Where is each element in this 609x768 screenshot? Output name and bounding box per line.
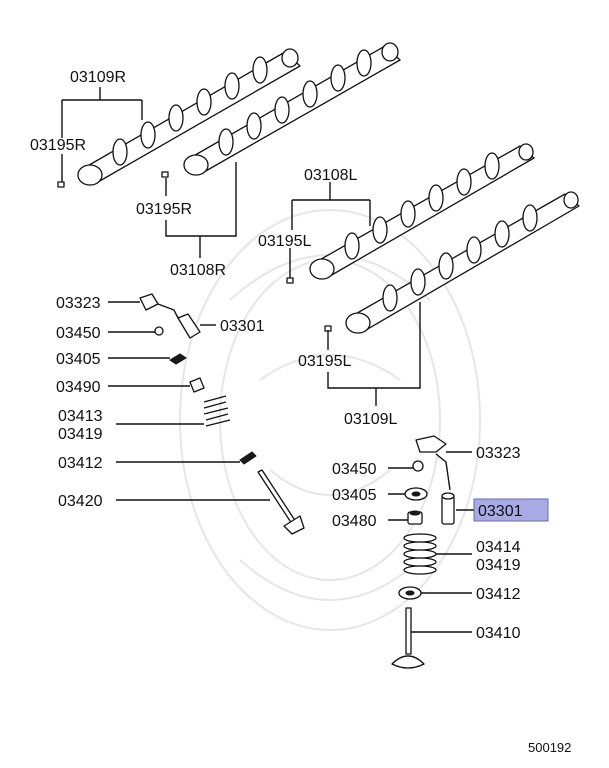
footer-code: 500192 xyxy=(528,740,571,755)
leader-lines xyxy=(61,87,474,633)
label-cam-r-bot: 03108R xyxy=(170,262,226,279)
label-keeper-right: 03412 xyxy=(476,586,521,603)
label-rocker-right: 03323 xyxy=(476,445,521,462)
label-seal-right: 03480 xyxy=(332,513,377,530)
dowel-pin-r-upper[interactable] xyxy=(57,181,65,188)
valve-right[interactable] xyxy=(391,607,425,669)
label-keeper-left: 03412 xyxy=(58,455,103,472)
camshaft-r-lower[interactable] xyxy=(183,42,401,176)
valve-spring-right[interactable] xyxy=(403,533,437,575)
rocker-arm-left[interactable] xyxy=(139,293,159,311)
label-pin-r-top: 03195R xyxy=(30,137,86,154)
adjuster-right[interactable] xyxy=(441,492,455,525)
keeper-left[interactable] xyxy=(239,451,257,465)
label-valve-right: 03410 xyxy=(476,625,521,642)
label-cam-r-top: 03109R xyxy=(70,69,126,86)
label-valve-left: 03420 xyxy=(58,493,103,510)
label-pin-l-top: 03195L xyxy=(258,233,311,250)
rocker-arm-right[interactable] xyxy=(415,435,447,453)
label-spring-left-b: 03419 xyxy=(58,426,103,443)
label-pin-l-bot: 03195L xyxy=(298,353,351,370)
highlight-03301-right xyxy=(473,498,549,522)
label-cam-l-bot: 03109L xyxy=(344,411,397,428)
label-spring-right-a: 03414 xyxy=(476,539,521,556)
valve-spring-left[interactable] xyxy=(203,395,231,427)
label-bolt-right: 03450 xyxy=(332,461,377,478)
label-spring-right-b: 03419 xyxy=(476,557,521,574)
label-rocker-left: 03323 xyxy=(56,295,101,312)
label-pin-r-mid: 03195R xyxy=(136,201,192,218)
valve-left[interactable] xyxy=(257,469,305,535)
camshaft-l-lower[interactable] xyxy=(345,191,580,334)
dowel-pin-r-mid[interactable] xyxy=(161,171,169,178)
seal-right[interactable] xyxy=(407,510,423,525)
label-retainer-left: 03405 xyxy=(56,351,101,368)
camshaft-l-upper[interactable] xyxy=(309,143,535,280)
dowel-pin-l-upper[interactable] xyxy=(286,277,294,284)
seal-left[interactable] xyxy=(189,377,205,393)
camshaft-r-upper[interactable] xyxy=(77,48,301,186)
adjuster-left[interactable] xyxy=(177,313,201,339)
label-bolt-left: 03450 xyxy=(56,325,101,342)
keeper-right[interactable] xyxy=(398,586,422,600)
label-seal-left: 03490 xyxy=(56,379,101,396)
label-adjuster-left: 03301 xyxy=(220,318,265,335)
retainer-left[interactable] xyxy=(169,353,187,365)
label-retainer-right: 03405 xyxy=(332,487,377,504)
label-adjuster-right: 03301 xyxy=(478,503,523,520)
bolt-right[interactable] xyxy=(412,460,424,472)
label-cam-l-top: 03108L xyxy=(304,167,357,184)
retainer-right[interactable] xyxy=(404,487,428,501)
bolt-left[interactable] xyxy=(154,326,164,336)
label-spring-left-a: 03413 xyxy=(58,408,103,425)
